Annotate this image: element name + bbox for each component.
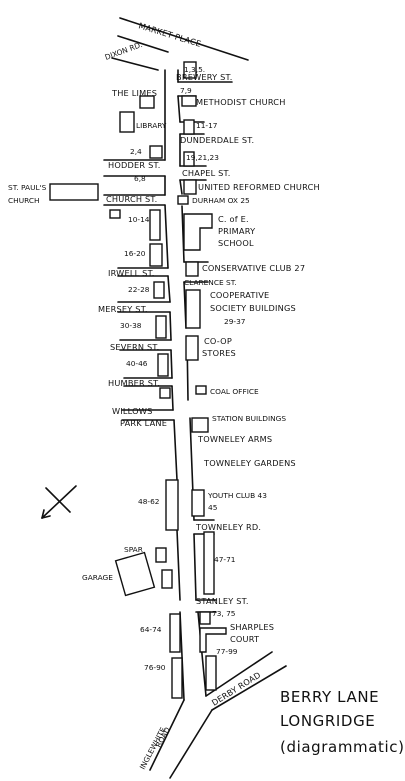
label-47-71: 47-71: [214, 555, 236, 564]
label-dunderdale-st: DUNDERDALE ST.: [180, 135, 254, 145]
label-64-74: 64-74: [140, 625, 162, 634]
label-7-9: 7,9: [180, 86, 192, 95]
label-48-62: 48-62: [138, 497, 159, 506]
label-coop-soc-2: SOCIETY BUILDINGS: [210, 303, 296, 313]
building-sharples-court: [199, 627, 227, 653]
building-11-17: [183, 119, 195, 135]
label-coop-soc-3: 29-37: [224, 317, 246, 326]
label-youth-club-2: 45: [208, 503, 218, 512]
building-16-20: [149, 243, 163, 267]
label-22-28: 22-28: [128, 285, 150, 294]
building-st-pauls-church: [49, 183, 99, 201]
label-garage: GARAGE: [82, 573, 113, 582]
label-6-8: 6,8: [134, 174, 146, 183]
label-st-pauls-1: ST. PAUL'S: [8, 183, 47, 192]
title-line-2: LONGRIDGE: [280, 712, 375, 730]
label-40-46: 40-46: [126, 359, 148, 368]
building-19-23: [183, 151, 195, 167]
label-77-99: 77-99: [216, 647, 238, 656]
label-youth-club-1: YOUTH CLUB 43: [207, 491, 267, 500]
building-humber: [159, 387, 171, 399]
building-garage: [114, 551, 156, 597]
building-2-4: [149, 145, 163, 159]
label-10-14: 10-14: [128, 215, 150, 224]
label-30-38: 30-38: [120, 321, 142, 330]
building-47-71: [203, 531, 215, 595]
building-10-14: [149, 209, 161, 241]
label-willows-1: WILLOWS: [112, 406, 152, 416]
building-durham-ox: [177, 195, 189, 205]
label-sharples-2: COURT: [230, 634, 260, 644]
label-cofe-1: C. of E.: [218, 214, 249, 224]
building-1-3-5: [183, 61, 197, 79]
label-hodder-st: HODDER ST.: [108, 160, 161, 170]
building-library: [119, 111, 135, 133]
building-coal-office: [195, 385, 207, 395]
building-coop-stores: [185, 335, 199, 361]
building-73-75: [199, 611, 211, 625]
building-22-28: [153, 281, 165, 299]
label-16-20: 16-20: [124, 249, 146, 258]
label-73-75: 73, 75: [212, 609, 236, 618]
label-cofe-2: PRIMARY: [218, 226, 256, 236]
label-st-pauls-2: CHURCH: [8, 196, 40, 205]
label-durham-ox: DURHAM OX 25: [192, 196, 250, 205]
building-station: [191, 417, 209, 433]
building-64-74: [169, 613, 181, 653]
building-48-62: [165, 479, 179, 531]
label-station-buildings: STATION BUILDINGS: [212, 414, 286, 423]
label-coal-office: COAL OFFICE: [210, 387, 259, 396]
building-30-38: [155, 315, 167, 339]
buildings: [49, 61, 227, 699]
label-coop-soc-1: COOPERATIVE: [210, 290, 269, 300]
label-coop-stores-2: STORES: [202, 348, 236, 358]
label-conservative-club: CONSERVATIVE CLUB 27: [202, 263, 305, 273]
label-brewery-st: BREWERY ST.: [176, 72, 233, 82]
building-spar: [155, 547, 167, 563]
building-united-reformed-church: [183, 179, 197, 195]
label-towneley-gardens: TOWNELEY GARDENS: [203, 458, 296, 468]
building-7-9: [181, 95, 197, 107]
building-youth-club: [191, 489, 205, 517]
building-77-99: [205, 655, 217, 691]
label-severn-st: SEVERN ST.: [110, 342, 159, 352]
building-the-limes: [139, 95, 155, 109]
label-mersey-st: MERSEY ST.: [98, 304, 148, 314]
label-united-reformed-church: UNITED REFORMED CHURCH: [198, 182, 320, 192]
label-76-90: 76-90: [144, 663, 166, 672]
building-conservative-club: [185, 261, 199, 277]
label-clarence-st: CLARENCE ST.: [184, 278, 237, 287]
label-library: LIBRARY: [136, 121, 167, 130]
title-line-3: (diagrammatic): [280, 738, 405, 756]
label-the-limes: THE LIMES: [111, 88, 157, 98]
label-cofe-3: SCHOOL: [218, 238, 254, 248]
label-coop-stores-1: CO-OP: [204, 336, 232, 346]
building-76-90: [171, 657, 183, 699]
label-dixon-rd: DIXON RD.: [104, 40, 144, 62]
building-coop-society: [185, 289, 201, 329]
label-11-17: 11-17: [196, 121, 218, 130]
label-humber-st: HUMBER ST.: [108, 378, 160, 388]
label-methodist-church: METHODIST CHURCH: [196, 97, 286, 107]
label-church-st: CHURCH ST.: [106, 194, 157, 204]
label-irwell-st: IRWELL ST.: [108, 268, 155, 278]
title-line-1: BERRY LANE: [280, 688, 379, 706]
label-towneley-rd: TOWNELEY RD.: [195, 522, 261, 532]
label-towneley-arms: TOWNELEY ARMS: [197, 434, 272, 444]
label-stanley-st: STANLEY ST.: [196, 596, 249, 606]
label-1-3-5: 1,3,5.: [184, 65, 205, 74]
label-spar: SPAR: [124, 545, 143, 554]
building-cofe-school: [183, 213, 213, 251]
north-arrow-icon: [41, 485, 77, 519]
label-chapel-st: CHAPEL ST.: [182, 168, 231, 178]
label-willows-2: PARK LANE: [120, 418, 167, 428]
label-19-23: 19,21,23: [186, 153, 219, 162]
label-sharples-1: SHARPLES: [230, 622, 274, 632]
label-2-4: 2,4: [130, 147, 142, 156]
building-40-46: [157, 353, 169, 377]
map-title: BERRY LANE LONGRIDGE (diagrammatic): [280, 688, 405, 756]
building-small-church-st: [109, 209, 121, 219]
building-garage-small: [161, 569, 173, 589]
